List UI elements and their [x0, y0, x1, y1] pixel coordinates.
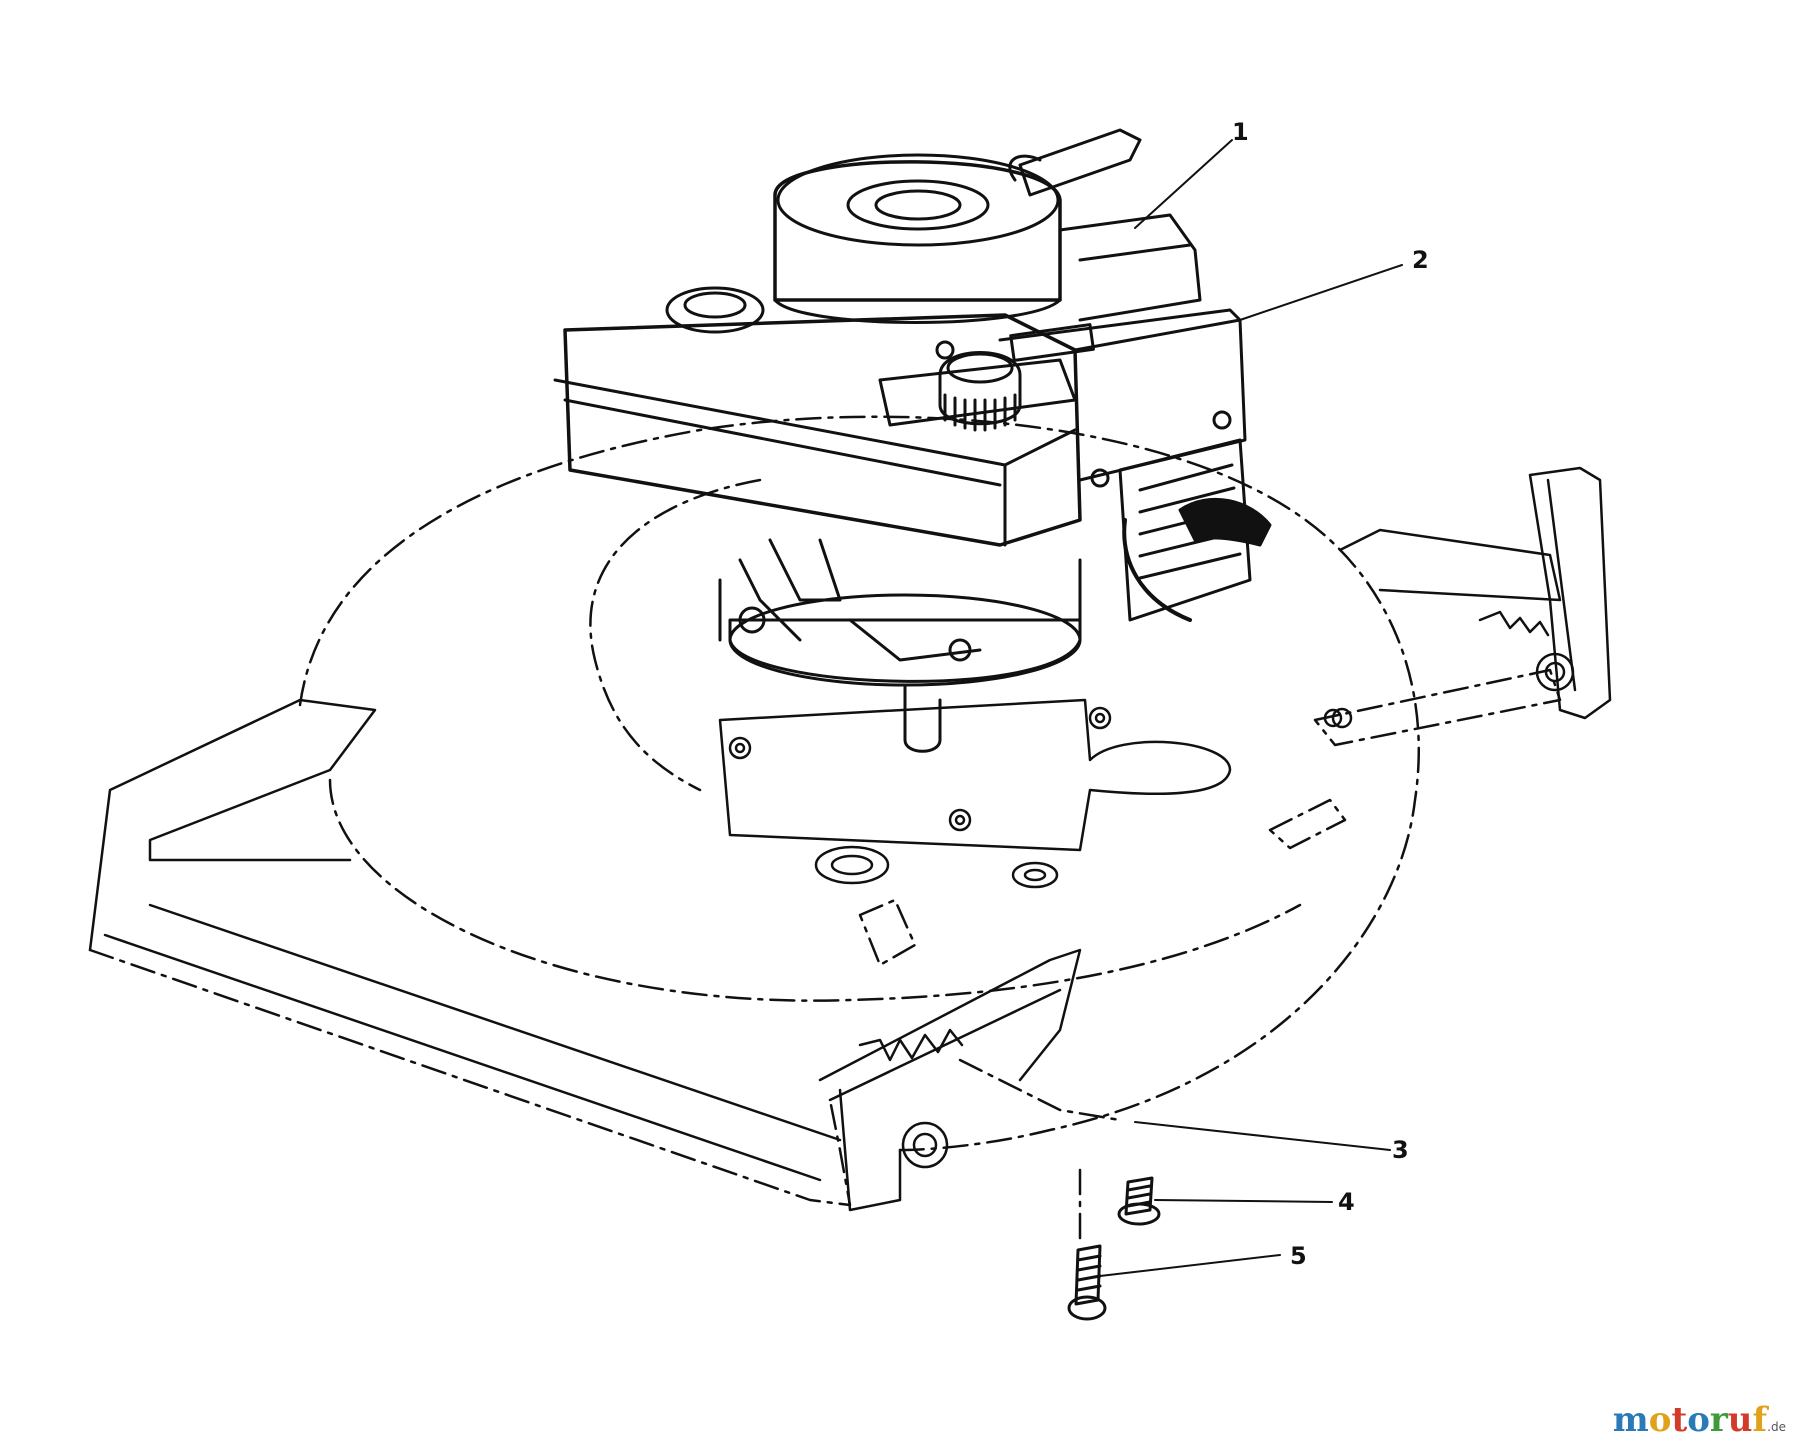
- logo-letter: u: [1727, 1400, 1753, 1440]
- leader-line-4: [1154, 1199, 1333, 1203]
- logo-letter: r: [1709, 1400, 1728, 1440]
- right-handle-bracket: [1313, 466, 1612, 747]
- logo-letter: o: [1687, 1400, 1710, 1440]
- screw-item-5: [1067, 1244, 1107, 1321]
- left-handle-bracket: [818, 898, 1122, 1212]
- logo-suffix: .de: [1767, 1420, 1786, 1434]
- logo-letter: t: [1671, 1400, 1688, 1440]
- leader-line-3: [1134, 1121, 1391, 1151]
- logo-letter: o: [1648, 1400, 1672, 1440]
- leader-line-5: [1099, 1254, 1281, 1277]
- engine-assembly: [553, 128, 1272, 753]
- logo-wordmark: motoruf: [1613, 1400, 1767, 1440]
- motoruf-logo: motoruf.de: [1613, 1400, 1786, 1440]
- callout-3: 3: [1392, 1136, 1409, 1164]
- leader-lines: [1099, 139, 1403, 1277]
- callout-5: 5: [1290, 1242, 1307, 1270]
- screw-item-4: [1117, 1176, 1161, 1226]
- mounting-plate: [718, 698, 1353, 889]
- logo-letter: f: [1752, 1400, 1768, 1440]
- rear-flap: [88, 698, 852, 1207]
- mower-deck: [298, 415, 1421, 1152]
- leader-line-1: [1134, 139, 1233, 229]
- leader-line-2: [1239, 264, 1403, 321]
- logo-letter: m: [1612, 1400, 1649, 1440]
- callout-1: 1: [1232, 118, 1249, 146]
- callout-2: 2: [1412, 246, 1429, 274]
- callout-4: 4: [1338, 1188, 1355, 1216]
